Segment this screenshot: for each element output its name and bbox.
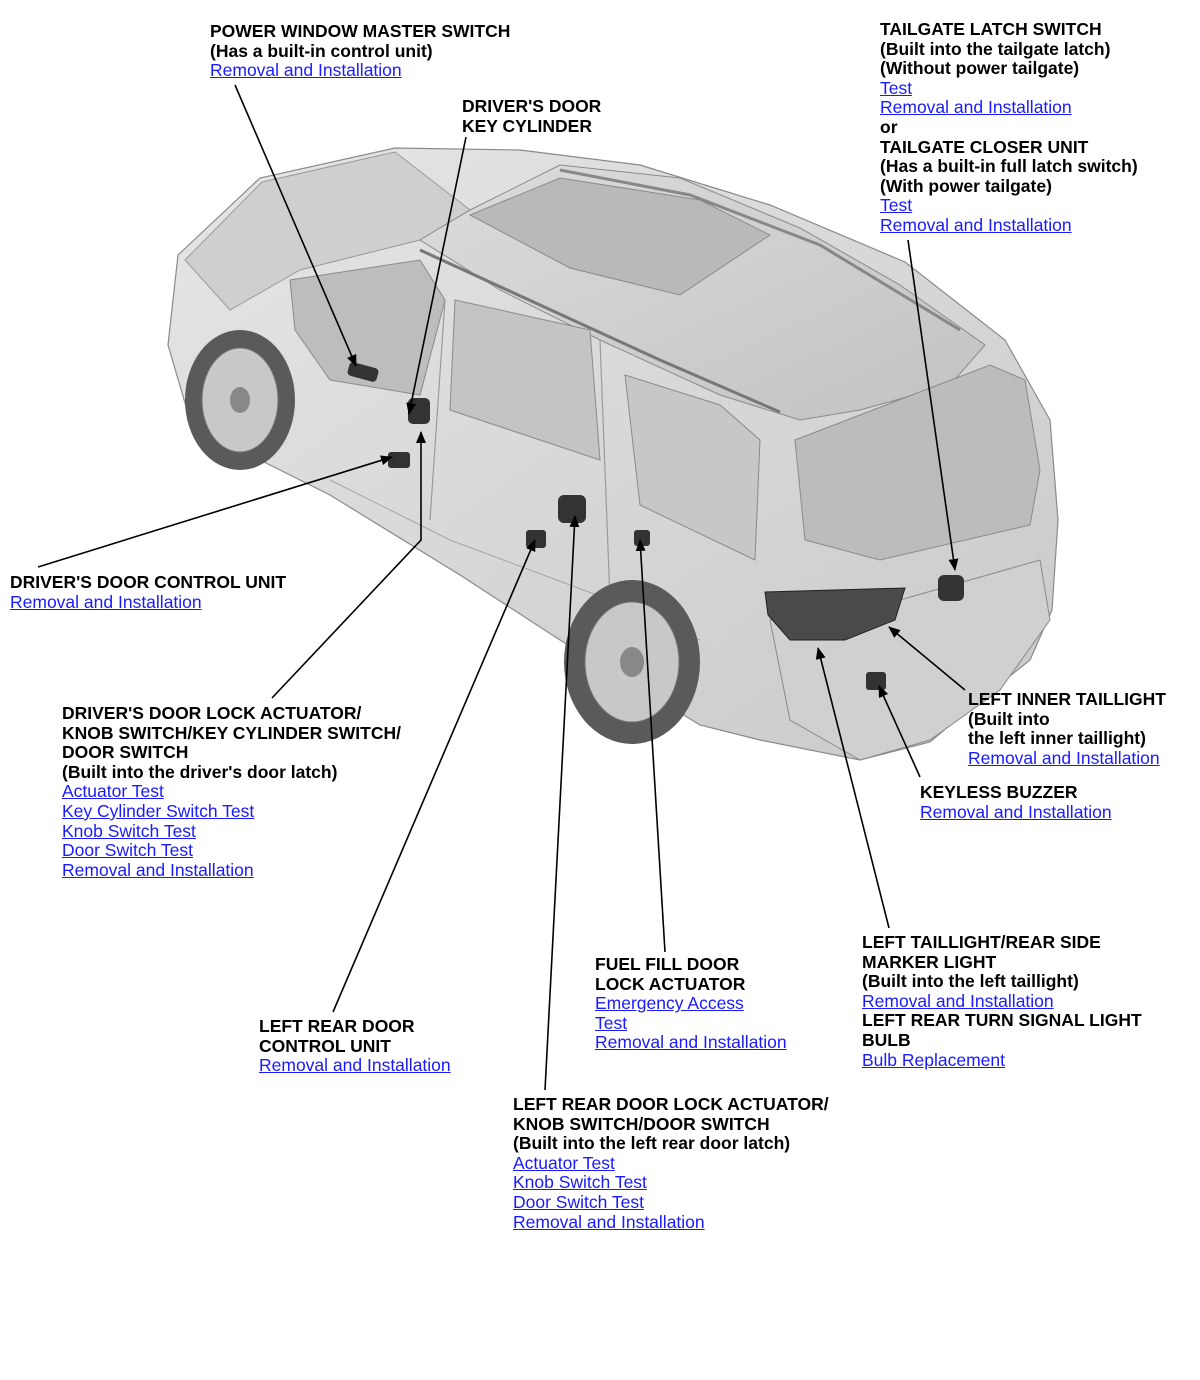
test-link[interactable]: Test bbox=[595, 1012, 628, 1033]
callout-title: DRIVER'S DOOR CONTROL UNIT bbox=[10, 572, 287, 592]
car-illustration bbox=[167, 147, 1059, 761]
removal-installation-link[interactable]: Removal and Installation bbox=[10, 591, 202, 612]
callout-subtitle: (Built into the driver's door latch) bbox=[62, 761, 338, 782]
power-window-switch-marker bbox=[347, 362, 379, 382]
callout-title: LEFT TAILLIGHT/REAR SIDE bbox=[862, 932, 1101, 952]
callout-drivers-door-control-unit: DRIVER'S DOOR CONTROL UNIT Removal and I… bbox=[10, 572, 287, 612]
removal-installation-link[interactable]: Removal and Installation bbox=[862, 990, 1054, 1011]
leader-keyless-buzzer bbox=[878, 685, 921, 778]
callout-subtitle: (Built into bbox=[968, 708, 1050, 729]
leader-tailgate bbox=[907, 239, 959, 571]
callout-subtitle: (Built into the left taillight) bbox=[862, 971, 1079, 992]
callout-title: KEYLESS BUZZER bbox=[920, 782, 1078, 802]
callout-title: DRIVER'S DOOR LOCK ACTUATOR/ bbox=[62, 703, 362, 723]
callout-subtitle: (With power tailgate) bbox=[880, 175, 1052, 196]
callout-title: TAILGATE LATCH SWITCH bbox=[880, 19, 1102, 39]
removal-installation-link[interactable]: Removal and Installation bbox=[595, 1032, 787, 1053]
leader-taillight bbox=[815, 647, 890, 929]
callout-left-taillight: LEFT TAILLIGHT/REAR SIDE MARKER LIGHT (B… bbox=[862, 932, 1142, 1070]
callout-title: LEFT REAR TURN SIGNAL LIGHT bbox=[862, 1010, 1142, 1031]
roof-rail-left bbox=[419, 248, 781, 414]
leader-fuel-door bbox=[635, 539, 666, 953]
callout-title: DRIVER'S DOOR bbox=[462, 96, 602, 116]
callout-title: LEFT INNER TAILLIGHT bbox=[968, 689, 1166, 709]
car-moonroof bbox=[468, 177, 771, 296]
callout-keyless-buzzer: KEYLESS BUZZER Removal and Installation bbox=[920, 782, 1112, 822]
callout-title: TAILGATE CLOSER UNIT bbox=[880, 136, 1089, 157]
callout-left-rear-door-control-unit: LEFT REAR DOOR CONTROL UNIT Removal and … bbox=[259, 1016, 451, 1076]
rear-door-control-marker bbox=[526, 530, 546, 548]
callout-title-line2: KNOB SWITCH/KEY CYLINDER SWITCH/ bbox=[62, 722, 401, 743]
callout-title-line2: LOCK ACTUATOR bbox=[595, 973, 746, 994]
leader-door-control bbox=[37, 455, 393, 568]
door-control-unit-marker bbox=[388, 452, 410, 468]
test-link[interactable]: Test bbox=[880, 195, 913, 216]
roof-rail-right bbox=[559, 168, 961, 332]
leader-inner-taillight bbox=[888, 626, 966, 691]
door-switch-test-link[interactable]: Door Switch Test bbox=[513, 1191, 644, 1212]
rear-side-window-1 bbox=[449, 299, 601, 461]
callout-title-line2: KNOB SWITCH/DOOR SWITCH bbox=[513, 1113, 770, 1134]
callout-title: LEFT REAR DOOR bbox=[259, 1016, 415, 1036]
front-wheel bbox=[185, 330, 295, 470]
removal-installation-link[interactable]: Removal and Installation bbox=[259, 1055, 451, 1076]
callout-subtitle: (Built into the left rear door latch) bbox=[513, 1133, 791, 1154]
callout-title-line2: CONTROL UNIT bbox=[259, 1035, 391, 1056]
tailgate-latch-marker bbox=[938, 575, 964, 601]
callout-fuel-fill-door: FUEL FILL DOOR LOCK ACTUATOR Emergency A… bbox=[595, 954, 787, 1053]
callout-title: POWER WINDOW MASTER SWITCH bbox=[210, 21, 511, 41]
rear-door-latch-marker bbox=[558, 495, 586, 523]
callout-title: LEFT REAR DOOR LOCK ACTUATOR/ bbox=[513, 1094, 829, 1114]
callout-left-inner-taillight: LEFT INNER TAILLIGHT (Built into the lef… bbox=[968, 689, 1166, 768]
removal-installation-link[interactable]: Removal and Installation bbox=[880, 97, 1072, 118]
leader-power-window bbox=[234, 84, 357, 367]
callout-title-line3: DOOR SWITCH bbox=[62, 742, 189, 763]
removal-installation-link[interactable]: Removal and Installation bbox=[880, 214, 1072, 235]
removal-installation-link[interactable]: Removal and Installation bbox=[513, 1211, 705, 1232]
knob-switch-test-link[interactable]: Knob Switch Test bbox=[513, 1172, 647, 1193]
test-link[interactable]: Test bbox=[880, 77, 913, 98]
rear-window bbox=[794, 364, 1041, 561]
callout-power-window-master-switch: POWER WINDOW MASTER SWITCH (Has a built-… bbox=[210, 21, 511, 81]
leader-rear-door-lock bbox=[544, 515, 580, 1091]
knob-switch-test-link[interactable]: Knob Switch Test bbox=[62, 820, 196, 841]
actuator-test-link[interactable]: Actuator Test bbox=[62, 781, 164, 802]
door-switch-test-link[interactable]: Door Switch Test bbox=[62, 840, 193, 861]
removal-installation-link[interactable]: Removal and Installation bbox=[968, 747, 1160, 768]
removal-installation-link[interactable]: Removal and Installation bbox=[210, 60, 402, 81]
leader-key-cylinder bbox=[406, 136, 467, 415]
front-side-window bbox=[289, 259, 446, 396]
keyless-buzzer-marker bbox=[866, 672, 886, 690]
callout-subtitle: (Built into the tailgate latch) bbox=[880, 38, 1111, 59]
rear-side-window-2 bbox=[624, 374, 761, 561]
or-separator: or bbox=[880, 116, 898, 137]
leader-rear-door-control bbox=[332, 539, 536, 1013]
emergency-access-link[interactable]: Emergency Access bbox=[595, 993, 744, 1014]
callout-title-line2: BULB bbox=[862, 1029, 911, 1050]
callout-subtitle-line2: the left inner taillight) bbox=[968, 728, 1146, 749]
callout-title: FUEL FILL DOOR bbox=[595, 954, 740, 974]
callout-subtitle: (Has a built-in full latch switch) bbox=[880, 156, 1138, 177]
key-cylinder-switch-test-link[interactable]: Key Cylinder Switch Test bbox=[62, 800, 255, 821]
callout-drivers-door-key-cylinder: DRIVER'S DOOR KEY CYLINDER bbox=[462, 96, 602, 136]
rear-wheel bbox=[564, 580, 700, 744]
leader-lines bbox=[37, 84, 966, 1091]
callout-subtitle: (Has a built-in control unit) bbox=[210, 40, 433, 61]
callout-title-line2: KEY CYLINDER bbox=[462, 115, 592, 136]
actuator-test-link[interactable]: Actuator Test bbox=[513, 1152, 615, 1173]
callout-tailgate: TAILGATE LATCH SWITCH (Built into the ta… bbox=[880, 19, 1138, 236]
callout-title-line2: MARKER LIGHT bbox=[862, 951, 997, 972]
callout-drivers-door-lock-actuator: DRIVER'S DOOR LOCK ACTUATOR/ KNOB SWITCH… bbox=[62, 703, 401, 880]
fuel-door-marker bbox=[634, 530, 650, 546]
leader-door-lock bbox=[271, 431, 426, 699]
callout-left-rear-door-lock-actuator: LEFT REAR DOOR LOCK ACTUATOR/ KNOB SWITC… bbox=[513, 1094, 829, 1232]
removal-installation-link[interactable]: Removal and Installation bbox=[920, 801, 1112, 822]
callout-subtitle: (Without power tailgate) bbox=[880, 58, 1080, 79]
removal-installation-link[interactable]: Removal and Installation bbox=[62, 859, 254, 880]
taillight-shape bbox=[764, 587, 906, 641]
bulb-replacement-link[interactable]: Bulb Replacement bbox=[862, 1049, 1005, 1070]
